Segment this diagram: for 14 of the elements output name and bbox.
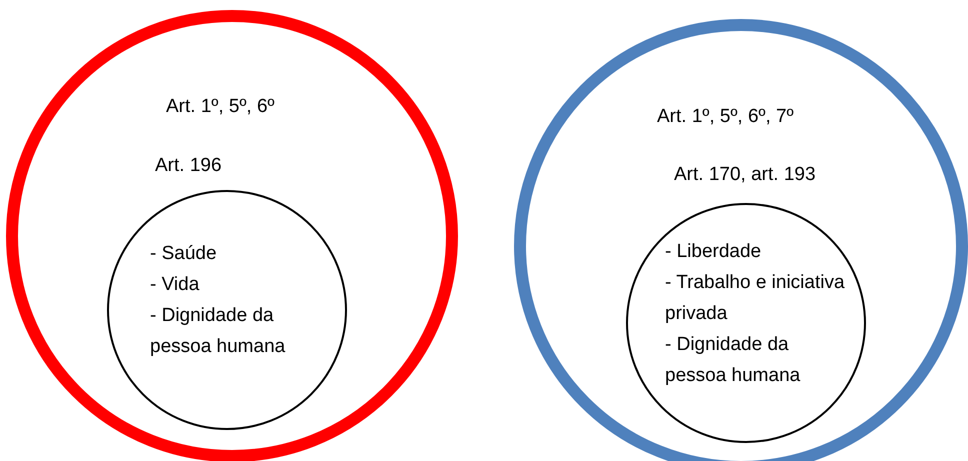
article-label: Art. 196 — [155, 155, 222, 177]
list-item: - Liberdade — [665, 240, 762, 264]
list-item: - Dignidade da pessoa humana — [665, 333, 802, 388]
circle — [514, 19, 968, 461]
list-item: - Vida — [150, 273, 200, 297]
list-item: - Saúde — [150, 242, 218, 266]
circle — [626, 203, 866, 443]
list-item: - Dignidade da pessoa humana — [150, 304, 286, 359]
article-label: Art. 170, art. 193 — [674, 164, 816, 186]
article-label: Art. 1º, 5º, 6º, 7º — [657, 106, 794, 128]
circle — [6, 10, 458, 461]
list-item: - Trabalho e iniciativa privada — [665, 271, 845, 326]
circle — [107, 190, 347, 430]
article-label: Art. 1º, 5º, 6º — [166, 96, 274, 118]
